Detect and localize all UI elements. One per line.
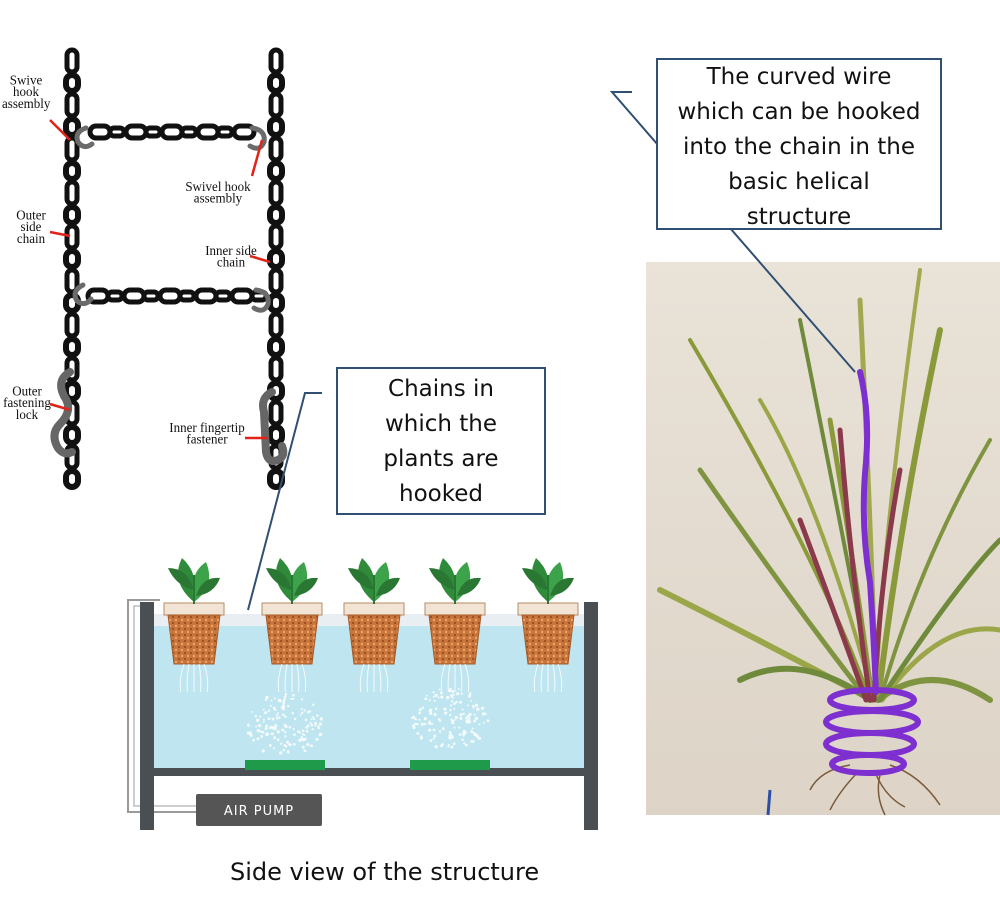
chain-link (63, 468, 81, 490)
outer-fastening-lock (50, 368, 76, 458)
chain-link (107, 125, 127, 139)
plant-photo (646, 262, 1000, 816)
figure-caption: Side view of the structure (230, 858, 540, 886)
chain-link (64, 179, 80, 207)
chain-link (123, 123, 149, 141)
chain-link (193, 287, 219, 305)
chain-link (143, 125, 163, 139)
chain-link (159, 123, 185, 141)
air-pump-label: AIR PUMP (224, 804, 294, 819)
chain-ladder (63, 47, 285, 490)
chain-link (268, 267, 284, 295)
plant-pot (343, 558, 405, 693)
chain-link (268, 135, 284, 163)
label-inner-side-chain: Inner side chain (205, 242, 257, 270)
chain-link (268, 179, 284, 207)
label-leaders (49, 119, 271, 440)
plant-pot (424, 558, 486, 693)
chain-link (157, 287, 183, 305)
label-swive-hook-assembly: Swive hook assembly (2, 72, 51, 111)
chain-link (267, 424, 285, 446)
chain-link (268, 399, 284, 427)
chain-link (229, 287, 255, 305)
label-inner-fingertip-fastener: Inner fingertip fastener (169, 419, 245, 447)
chain-link (179, 125, 199, 139)
callout-chains: Chains in which the plants are hooked (336, 367, 546, 515)
chain-link (63, 116, 81, 138)
chain-link (268, 47, 284, 75)
chain-link (267, 248, 285, 270)
chain-link (267, 160, 285, 182)
chain-link (267, 204, 285, 226)
hydroponic-tank: AIR PUMP (127, 558, 598, 830)
chain-link (268, 91, 284, 119)
chain-link (64, 91, 80, 119)
chain-link (195, 123, 221, 141)
chain-link (63, 72, 81, 94)
chain-link (268, 311, 284, 339)
chain-link (268, 355, 284, 383)
plant-pot (517, 558, 579, 693)
chain-link (268, 223, 284, 251)
chain-link (63, 336, 81, 358)
chain-link (215, 125, 235, 139)
swivel-hooks (72, 125, 271, 313)
chain-link (267, 336, 285, 358)
chain-link (141, 289, 161, 303)
chain-link (267, 116, 285, 138)
chain-link (87, 123, 113, 141)
chain-link (63, 248, 81, 270)
chain-link (267, 72, 285, 94)
chain-link (121, 287, 147, 305)
callout-pointers (247, 91, 856, 611)
label-outer-side-chain: Outer side chain (16, 207, 46, 246)
chain-link (63, 424, 81, 446)
plant-pot (261, 558, 323, 693)
chain-link (63, 160, 81, 182)
chain-link (64, 223, 80, 251)
label-outer-fastening-lock: Outer fastening lock (3, 383, 51, 422)
chain-link (213, 289, 233, 303)
chain-link (177, 289, 197, 303)
chain-link (64, 47, 80, 75)
plant-pot (163, 558, 225, 693)
chain-link (267, 292, 285, 314)
chain-link (64, 311, 80, 339)
inner-fingertip-fastener (259, 388, 288, 465)
label-swivel-hook-assembly: Swivel hook assembly (185, 178, 251, 206)
chain-link (231, 123, 257, 141)
callout-curved-wire: The curved wire which can be hooked into… (656, 58, 942, 230)
chain-link (105, 289, 125, 303)
chain-link (63, 204, 81, 226)
